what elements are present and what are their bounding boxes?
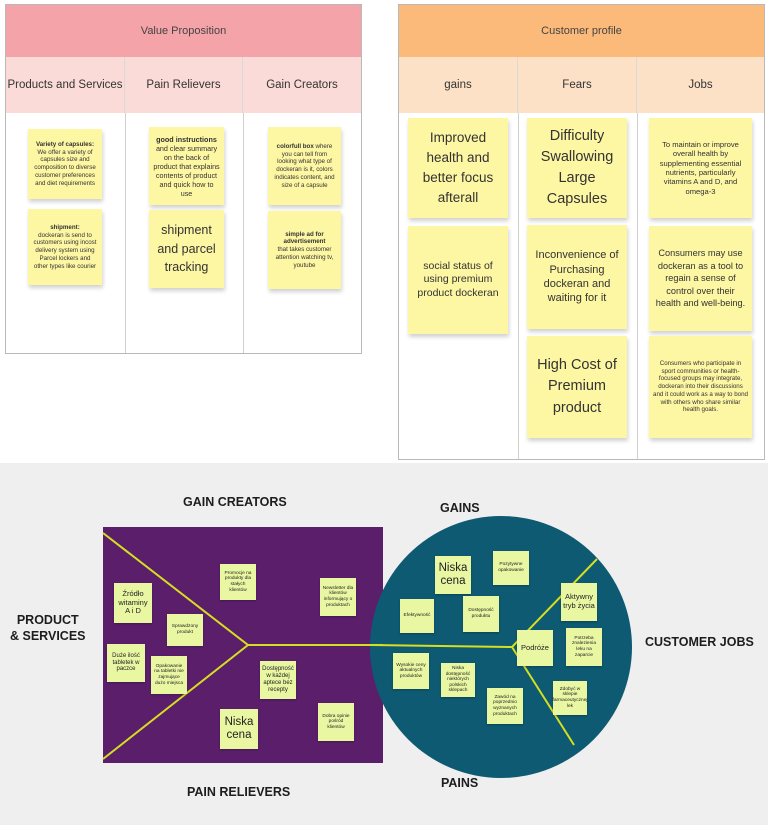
canvas-note[interactable]: Zawód na poprzednio wyznanych produktach (487, 688, 523, 724)
sticky-note[interactable]: Consumers who participate in sport commu… (649, 336, 752, 438)
canvas-note[interactable]: Opakowanie na tabletki nie zajmujące duż… (151, 656, 187, 694)
canvas-note[interactable]: Aktywny tryb życia (561, 583, 597, 621)
column-header-gains: gains (399, 57, 518, 113)
label-pains: PAINS (441, 776, 479, 790)
customer-profile-title: Customer profile (541, 25, 622, 37)
sticky-note[interactable]: Difficulty Swallowing Large Capsules (527, 118, 627, 218)
sticky-note[interactable]: Consumers may use dockeran as a tool to … (649, 226, 752, 331)
column-header-jobs: Jobs (637, 57, 764, 113)
column-divider (637, 113, 638, 459)
column-divider (518, 113, 519, 459)
canvas-note[interactable]: Potrzeba znalezienia leku na zaparcie (566, 628, 602, 666)
circle-center-line (369, 644, 513, 648)
canvas-note[interactable]: Zdobyć w sklepie farmaceutycznej lek (553, 681, 587, 715)
canvas-note[interactable]: Dostępność produktu (463, 596, 499, 632)
canvas-note[interactable]: Pozytywne opakowanie (493, 551, 529, 585)
column-divider (243, 113, 244, 353)
customer-profile-board: Customer profile gains Fears Jobs Improv… (398, 4, 765, 460)
value-proposition-header: Value Proposition (6, 5, 361, 58)
canvas-note[interactable]: Promocje na produkty dla stałych klientó… (220, 564, 256, 600)
canvas-note[interactable]: Efektywność (400, 599, 434, 633)
label-gains: GAINS (440, 501, 480, 515)
value-proposition-canvas: GAIN CREATORS GAINS PRODUCT& SERVICES CU… (0, 463, 768, 825)
label-product-services: PRODUCT& SERVICES (10, 613, 86, 644)
sticky-note[interactable]: High Cost of Premium product (527, 336, 627, 438)
sticky-note[interactable]: social status of using premium product d… (408, 226, 508, 334)
canvas-note[interactable]: Sprawdzony produkt (167, 614, 203, 646)
sticky-note[interactable]: colorfull box where you can tell from lo… (268, 127, 341, 205)
canvas-note[interactable]: Wysokie ceny aktualnych produktów (393, 653, 429, 689)
canvas-note[interactable]: Dostępność w każdej aptece bez recepty (260, 661, 296, 699)
label-pain-relievers: PAIN RELIEVERS (187, 785, 291, 799)
sticky-note[interactable]: shipment and parcel tracking (149, 210, 224, 288)
column-header-gain-creators: Gain Creators (243, 57, 361, 113)
canvas-note[interactable]: Niska cena (220, 709, 258, 749)
canvas-note[interactable]: Niska cena (435, 556, 471, 594)
canvas-note[interactable]: Źródło witaminy A i D (114, 583, 152, 623)
sticky-note[interactable]: Inconvenience of Purchasing dockeran and… (527, 225, 627, 329)
column-header-fears: Fears (518, 57, 637, 113)
label-gain-creators: GAIN CREATORS (183, 495, 287, 509)
canvas-note[interactable]: Dobra opinie pośród klientów (318, 703, 354, 741)
canvas-note[interactable]: Niska dostępność niektórych polskich skl… (441, 663, 475, 697)
customer-profile-header: Customer profile (399, 5, 764, 58)
value-proposition-title: Value Proposition (140, 25, 227, 37)
column-header-pain-relievers: Pain Relievers (125, 57, 243, 113)
sticky-note[interactable]: To maintain or improve overall health by… (649, 118, 752, 218)
canvas-note[interactable]: Duże ilość tabletek w paczce (107, 644, 145, 682)
sticky-note[interactable]: Variety of capsules:We offer a variety o… (28, 129, 102, 199)
canvas-note[interactable]: Newsletter dla klientów informujący o pr… (320, 578, 356, 616)
value-proposition-board: Value Proposition Products and Services … (5, 4, 362, 354)
label-customer-jobs: CUSTOMER JOBS (645, 635, 754, 649)
column-header-products-services: Products and Services (6, 57, 125, 113)
sticky-note[interactable]: shipment:dockeran is send to customers u… (28, 209, 102, 285)
canvas-note[interactable]: Podróże (517, 630, 553, 666)
sticky-note[interactable]: Improved health and better focus afteral… (408, 118, 508, 218)
column-divider (125, 113, 126, 353)
